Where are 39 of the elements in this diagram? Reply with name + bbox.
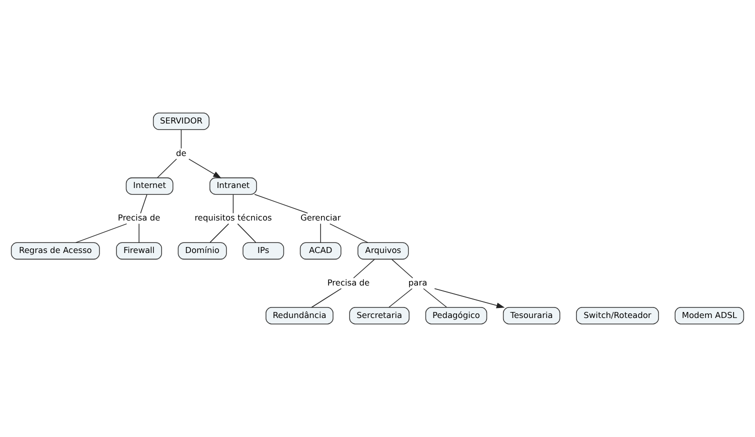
node-box: Regras de Acesso: [10, 242, 100, 260]
node-box: Domínio: [178, 242, 227, 260]
node-text: de: [176, 148, 186, 158]
node-box: IPs: [242, 242, 284, 260]
connector: [157, 158, 177, 178]
connector: [423, 288, 448, 308]
node-box: Pedagógico: [425, 307, 488, 324]
node-box: Tesouraria: [502, 307, 560, 324]
node-text: para: [408, 277, 428, 288]
node-box: Intranet: [209, 177, 257, 195]
node-box: Internet: [126, 177, 174, 195]
node-text: Precisa de: [118, 212, 160, 223]
arrow: [434, 288, 505, 308]
node-box: ACAD: [300, 242, 342, 260]
connector: [353, 259, 375, 278]
node-box: Arquivos: [358, 242, 409, 260]
connector: [140, 194, 148, 214]
connector: [392, 259, 414, 278]
connector: [237, 223, 256, 243]
node-text: requisitos técnicos: [194, 212, 272, 223]
connector: [210, 223, 230, 243]
node-box: Sercretaria: [349, 307, 410, 324]
connector: [138, 223, 140, 243]
connector: [254, 194, 308, 214]
node-box: Switch/Roteador: [576, 307, 659, 324]
connector: [388, 288, 413, 308]
connector: [76, 223, 128, 243]
node-box: Redundância: [266, 307, 334, 324]
node-text: Gerenciar: [300, 212, 341, 223]
node-box: Modem ADSL: [674, 307, 744, 324]
node-text: Precisa de: [327, 277, 370, 288]
connector: [180, 129, 182, 149]
node-box: SERVIDOR: [152, 112, 210, 130]
arrow: [188, 158, 222, 178]
connector: [320, 223, 321, 243]
connector: [311, 288, 342, 308]
connector: [232, 194, 234, 214]
node-box: Firewall: [116, 242, 162, 260]
connector: [329, 223, 368, 243]
